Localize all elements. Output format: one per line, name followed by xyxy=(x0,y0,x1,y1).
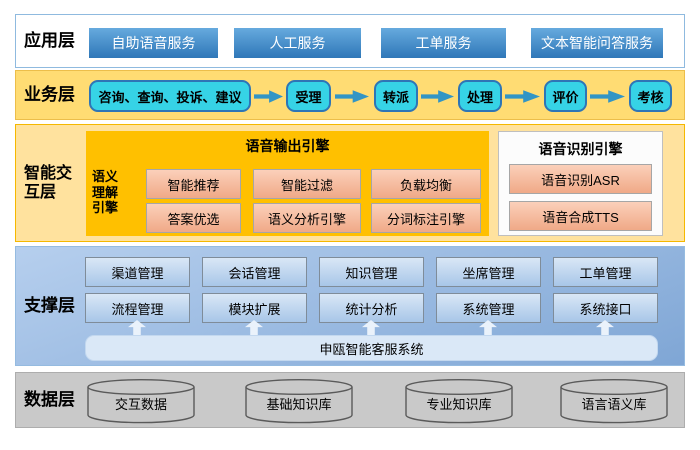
database-basic-knowledge: 基础知识库 xyxy=(244,378,354,424)
support-ticket-mgmt: 工单管理 xyxy=(553,257,658,287)
step-evaluate: 评价 xyxy=(544,80,587,112)
database-icon xyxy=(405,378,513,424)
layer-support: 支撑层 渠道管理 会话管理 知识管理 坐席管理 工单管理 流程管理 模块扩展 统… xyxy=(15,246,685,366)
voice-recognition-engine-panel: 语音识别引擎 语音识别ASR 语音合成TTS xyxy=(498,131,663,236)
support-module-extend: 模块扩展 xyxy=(202,293,307,323)
app-service-ticket: 工单服务 xyxy=(381,28,506,58)
business-layer-label: 业务层 xyxy=(24,84,75,104)
interaction-layer-label: 智能交互层 xyxy=(24,164,73,201)
voice-output-engine-title: 语音输出引擎 xyxy=(245,138,330,154)
database-language-semantic: 语言语义库 xyxy=(559,378,669,424)
arrow-right-icon xyxy=(505,90,540,103)
module-answer-select: 答案优选 xyxy=(146,203,241,233)
arrow-right-icon xyxy=(590,90,625,103)
database-icon xyxy=(245,378,353,424)
support-session-mgmt: 会话管理 xyxy=(202,257,307,287)
database-professional-knowledge: 专业知识库 xyxy=(404,378,514,424)
step-dispatch: 转派 xyxy=(374,80,418,112)
step-handle: 处理 xyxy=(458,80,502,112)
support-statistics: 统计分析 xyxy=(319,293,424,323)
support-agent-mgmt: 坐席管理 xyxy=(436,257,541,287)
application-layer-label: 应用层 xyxy=(24,30,75,50)
layer-application: 应用层 自助语音服务 人工服务 工单服务 文本智能问答服务 xyxy=(15,14,685,68)
app-service-manual: 人工服务 xyxy=(234,28,361,58)
app-service-self-voice: 自助语音服务 xyxy=(89,28,218,58)
module-load-balance: 负载均衡 xyxy=(371,169,481,199)
semantic-engine-label: 语义理解引擎 xyxy=(92,169,119,216)
database-icon xyxy=(560,378,668,424)
platform-bar: 申瓯智能客服系统 xyxy=(85,335,658,361)
support-layer-label: 支撑层 xyxy=(24,295,75,315)
database-interaction-data: 交互数据 xyxy=(86,378,196,424)
app-service-text-qa: 文本智能问答服务 xyxy=(531,28,663,58)
step-assess: 考核 xyxy=(629,80,672,112)
layer-business: 业务层 咨询、查询、投诉、建议 受理 转派 处理 评价 考核 xyxy=(15,70,685,120)
support-process-mgmt: 流程管理 xyxy=(85,293,190,323)
module-smart-filter: 智能过滤 xyxy=(253,169,361,199)
support-system-mgmt: 系统管理 xyxy=(436,293,541,323)
layer-data: 数据层 交互数据 基础知识库 专业知识库 xyxy=(15,372,685,428)
database-label: 基础知识库 xyxy=(266,397,332,412)
arrow-right-icon xyxy=(421,90,454,103)
module-smart-recommend: 智能推荐 xyxy=(146,169,241,199)
module-semantic-analysis: 语义分析引擎 xyxy=(253,203,361,233)
arrow-right-icon xyxy=(254,90,283,103)
support-system-api: 系统接口 xyxy=(553,293,658,323)
database-label: 交互数据 xyxy=(114,397,167,412)
voice-recognition-engine-title: 语音识别引擎 xyxy=(538,141,623,157)
module-tts: 语音合成TTS xyxy=(509,201,652,231)
data-layer-label: 数据层 xyxy=(24,389,75,409)
database-label: 专业知识库 xyxy=(426,397,492,412)
step-accept: 受理 xyxy=(286,80,331,112)
database-label: 语言语义库 xyxy=(581,397,647,412)
layer-interaction: 智能交互层 语音输出引擎 语义理解引擎 智能推荐 智能过滤 负载均衡 答案优选 … xyxy=(15,124,685,242)
step-inquiry: 咨询、查询、投诉、建议 xyxy=(89,80,251,112)
support-channel-mgmt: 渠道管理 xyxy=(85,257,190,287)
module-word-tagging: 分词标注引擎 xyxy=(371,203,481,233)
database-icon xyxy=(87,378,195,424)
voice-output-engine-panel: 语音输出引擎 语义理解引擎 智能推荐 智能过滤 负载均衡 答案优选 语义分析引擎… xyxy=(86,131,489,236)
support-knowledge-mgmt: 知识管理 xyxy=(319,257,424,287)
arrow-right-icon xyxy=(335,90,369,103)
module-asr: 语音识别ASR xyxy=(509,164,652,194)
